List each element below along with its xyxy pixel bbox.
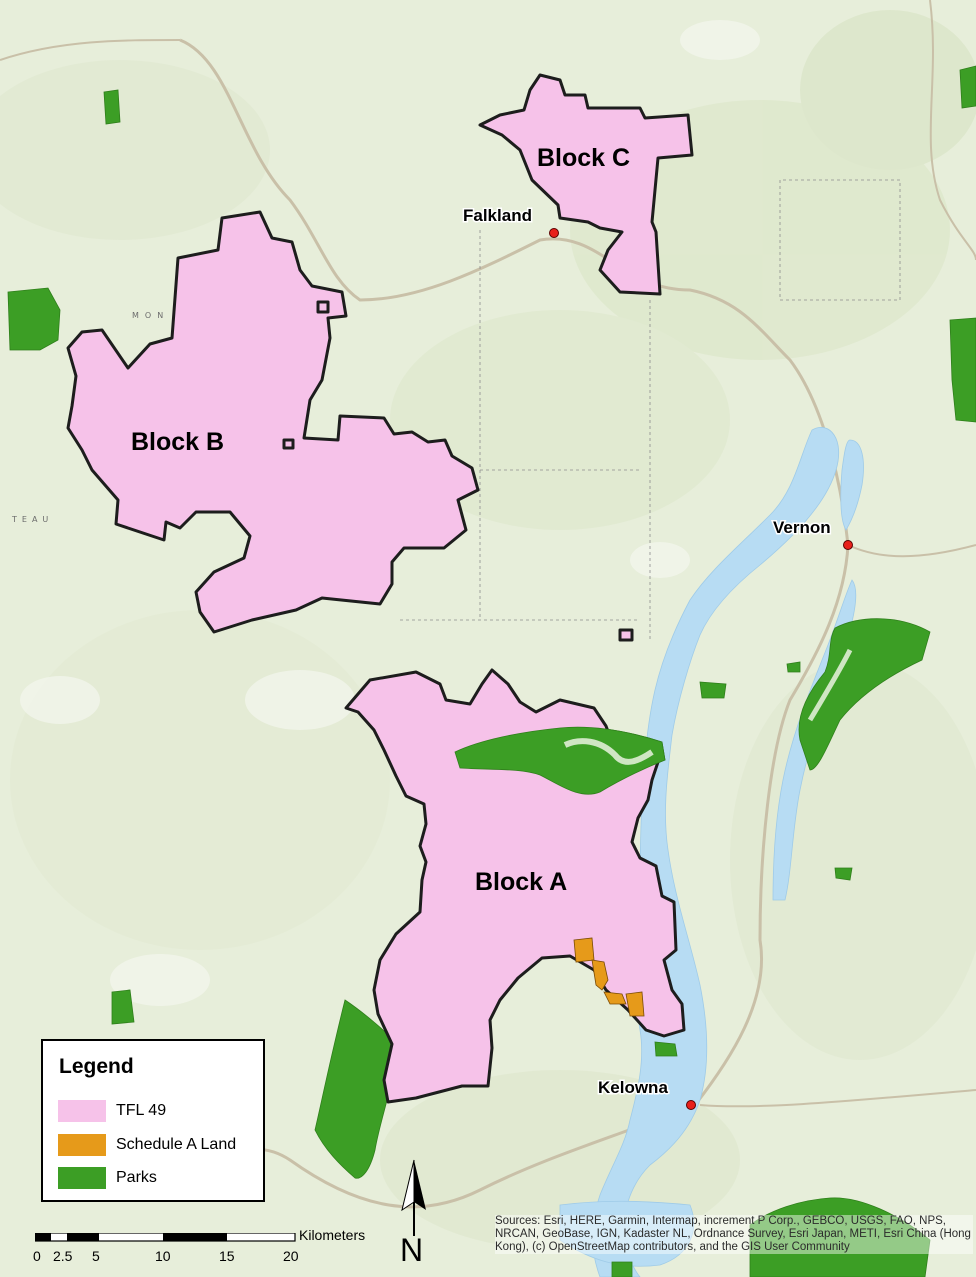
park-trail	[807, 648, 853, 722]
park-polygon	[959, 65, 976, 109]
schedule-a-layer	[573, 937, 645, 1017]
small-parcel	[618, 628, 634, 642]
legend-panel: Legend TFL 49 Schedule A Land Parks	[41, 1039, 265, 1202]
roads	[0, 0, 976, 1209]
schedule-a-swatch	[58, 1134, 106, 1156]
block-c-polygon	[478, 73, 694, 296]
legend-item-label: Parks	[116, 1169, 157, 1186]
scale-tick: 0	[33, 1248, 41, 1264]
park-polygon	[103, 89, 121, 125]
swan-lake	[840, 439, 864, 531]
legend-item-label: TFL 49	[116, 1102, 167, 1119]
scale-unit: Kilometers	[299, 1227, 366, 1243]
falkland-marker[interactable]	[549, 228, 559, 238]
okanagan-lake	[592, 427, 840, 1277]
scale-bar-graphic	[35, 1233, 296, 1242]
schedule-a-parcel	[625, 991, 645, 1017]
block-b-label: Block B	[131, 428, 224, 456]
park-polygon	[949, 317, 976, 423]
north-arrow-icon	[401, 1159, 426, 1236]
tfl49-swatch	[58, 1100, 106, 1122]
scale-tick: 5	[92, 1248, 100, 1264]
region-label-teau: TEAU	[11, 515, 53, 524]
park-polygon	[699, 681, 727, 699]
parks-swatch	[58, 1167, 106, 1189]
park-polygon	[786, 661, 801, 673]
park-polygon	[611, 1261, 633, 1277]
legend-item-label: Schedule A Land	[116, 1136, 237, 1153]
north-letter: N	[400, 1232, 424, 1268]
scale-bar: 0 2.5 5 10 15 20 Kilometers	[33, 1227, 393, 1268]
scale-tick: 2.5	[53, 1248, 73, 1264]
scale-tick: 20	[283, 1248, 299, 1264]
falkland-label: Falkland	[463, 206, 532, 225]
park-polygon	[7, 287, 61, 351]
kelowna-marker[interactable]	[686, 1100, 696, 1110]
attribution-text: Sources: Esri, HERE, Garmin, Intermap, i…	[495, 1215, 973, 1254]
vernon-label: Vernon	[773, 518, 831, 537]
block-c-label: Block C	[537, 144, 630, 172]
okanagan-lake-south-arm	[559, 1200, 695, 1267]
park-trail	[563, 738, 654, 765]
scale-tick: 10	[155, 1248, 171, 1264]
forest-patches	[20, 20, 760, 1006]
north-arrow: N	[396, 1158, 436, 1273]
legend-title: Legend	[59, 1055, 134, 1078]
scale-tick: 15	[219, 1248, 235, 1264]
park-polygon	[654, 1041, 678, 1057]
grid-lines	[400, 179, 901, 640]
block-b-polygon	[66, 210, 480, 634]
block-b-enclave	[316, 300, 330, 314]
vernon-marker[interactable]	[843, 540, 853, 550]
kelowna-label: Kelowna	[598, 1078, 668, 1097]
schedule-a-parcel	[573, 937, 595, 963]
park-polygon	[111, 989, 135, 1025]
park-polygon	[454, 726, 666, 795]
schedule-a-parcel	[591, 959, 609, 991]
schedule-a-parcel	[603, 991, 627, 1005]
park-polygon	[834, 867, 853, 881]
block-b-enclave	[282, 438, 295, 450]
park-polygon	[749, 1197, 931, 1277]
region-label-mon: MON	[132, 311, 169, 320]
park-polygon	[798, 618, 931, 771]
block-a-label: Block A	[475, 868, 567, 896]
